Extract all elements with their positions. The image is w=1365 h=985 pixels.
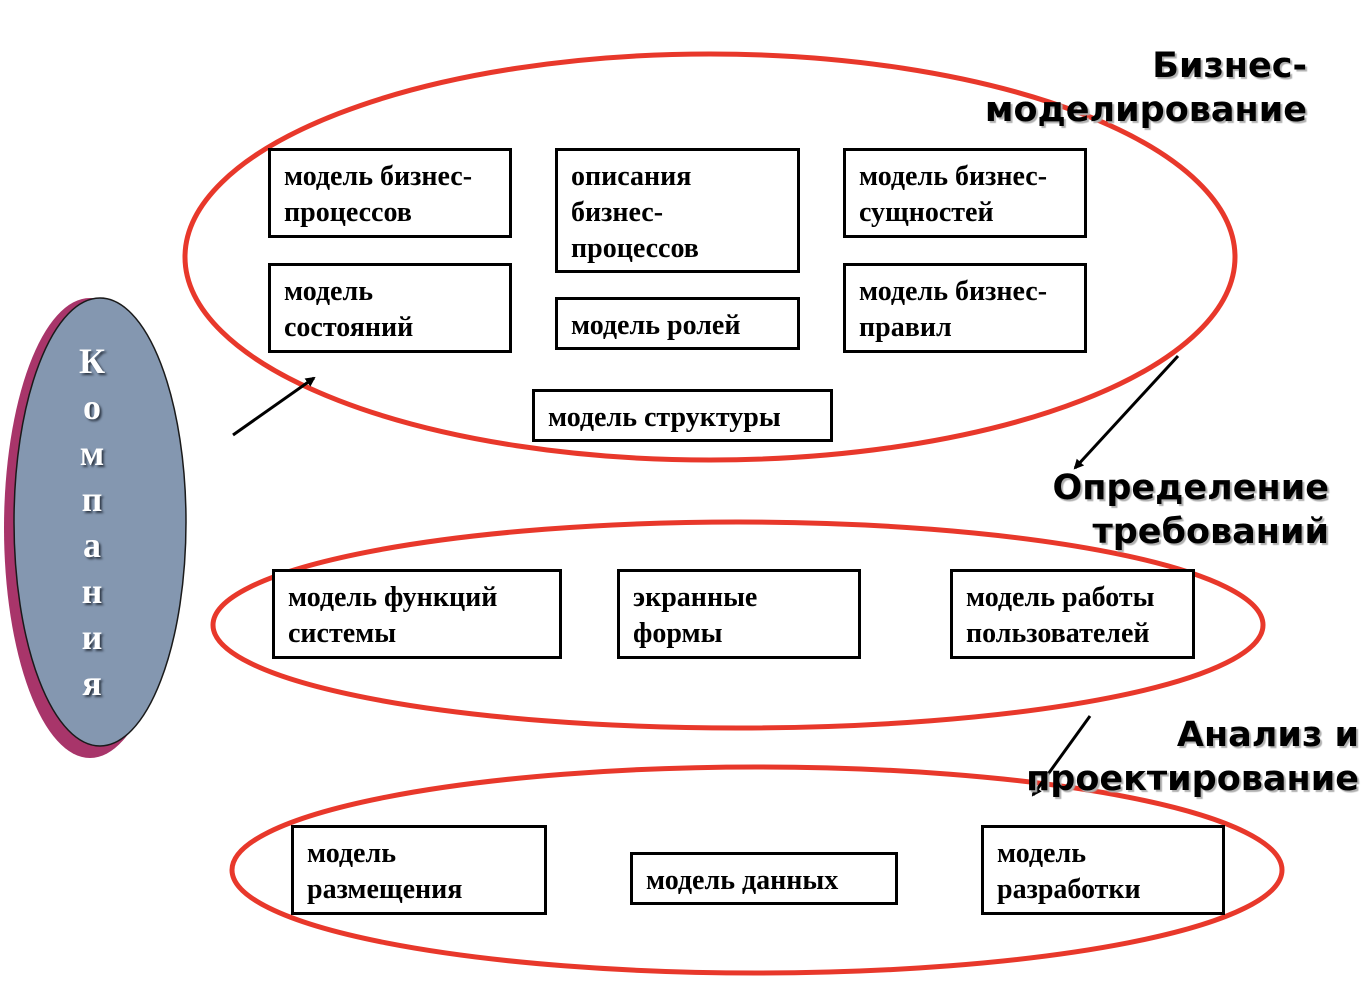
box-label: модель размещения: [307, 838, 463, 905]
company-letter: п: [81, 479, 103, 519]
box-label: модель разработки: [997, 838, 1141, 905]
arrow-company-to-business: [232, 376, 316, 437]
box-business-entities-model: модель бизнес- сущностей: [843, 148, 1087, 238]
box-business-process-descriptions: описания бизнес- процессов: [555, 148, 800, 273]
analysis-design-ellipse: [229, 764, 1285, 976]
company-letter: а: [83, 525, 101, 565]
box-screen-forms: экранные формы: [617, 569, 861, 659]
box-system-functions-model: модель функций системы: [272, 569, 562, 659]
box-development-model: модель разработки: [981, 825, 1225, 915]
box-label: модель бизнес- процессов: [284, 161, 473, 228]
box-structure-model: модель структуры: [532, 389, 833, 442]
arrow-requirements-to-analysis: [1031, 715, 1092, 797]
stage-label-requirements: Определение требований: [1052, 468, 1329, 552]
business-modeling-ellipse: [182, 51, 1238, 463]
box-label: экранные формы: [633, 582, 758, 649]
box-states-model: модель состояний: [268, 263, 512, 353]
box-roles-model: модель ролей: [555, 297, 800, 350]
company-letter: м: [79, 433, 105, 473]
company-letter: я: [82, 663, 102, 703]
box-label: модель бизнес- правил: [859, 276, 1048, 343]
box-label: модель ролей: [571, 310, 741, 341]
box-label: модель структуры: [548, 402, 781, 433]
box-user-work-model: модель работы пользователей: [950, 569, 1195, 659]
company-letter: и: [81, 617, 103, 657]
stage-label-analysis-design: Анализ и проектирование: [1026, 715, 1359, 799]
arrow-business-to-requirements: [1073, 354, 1180, 470]
box-business-rules-model: модель бизнес- правил: [843, 263, 1087, 353]
box-label: модель данных: [646, 865, 839, 896]
box-label: описания бизнес- процессов: [571, 161, 699, 264]
requirements-ellipse: [210, 519, 1266, 731]
company-ellipse: [13, 297, 187, 747]
company-letter: К: [78, 341, 106, 381]
box-label: модель функций системы: [288, 582, 498, 649]
box-label: модель работы пользователей: [966, 582, 1155, 649]
box-label: модель бизнес- сущностей: [859, 161, 1048, 228]
stage-label-business-modeling: Бизнес- моделирование: [984, 46, 1307, 130]
company-letter: н: [81, 571, 103, 611]
box-business-process-model: модель бизнес- процессов: [268, 148, 512, 238]
box-deployment-model: модель размещения: [291, 825, 547, 915]
box-data-model: модель данных: [630, 852, 898, 905]
company-letter: о: [83, 387, 101, 427]
box-label: модель состояний: [284, 276, 414, 343]
